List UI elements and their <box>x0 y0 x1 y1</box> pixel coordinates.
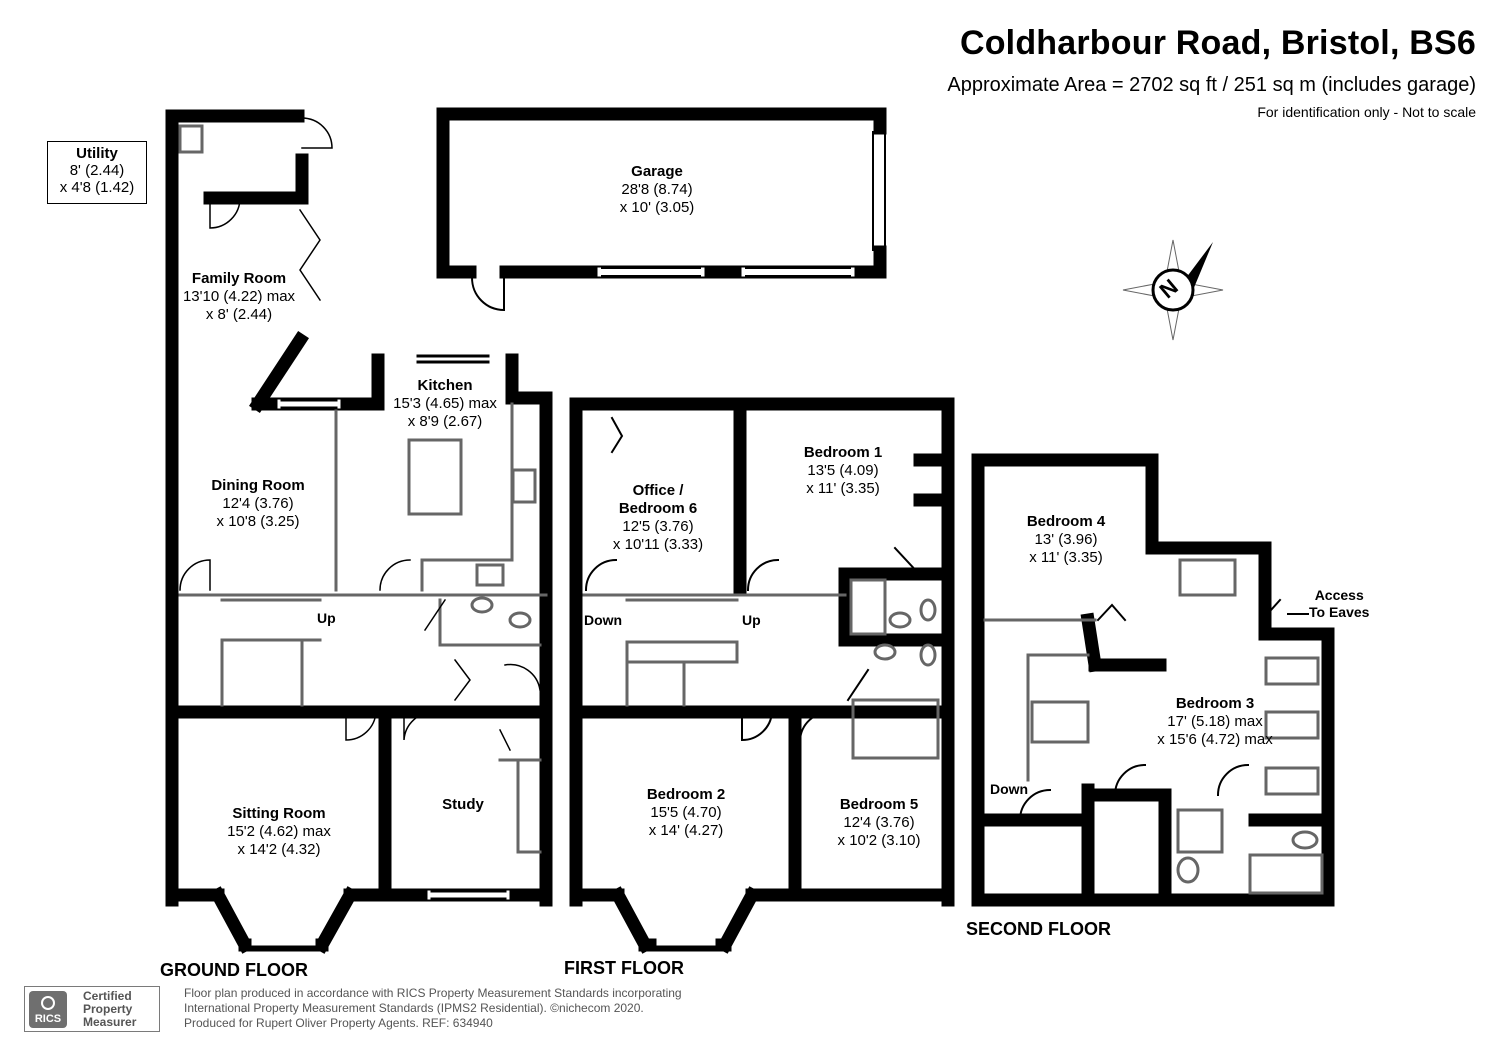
kitchen-label: Kitchen 15'3 (4.65) max x 8'9 (2.67) <box>393 377 497 431</box>
footer-disclaimer: Floor plan produced in accordance with R… <box>184 986 682 1031</box>
dining-room-dim1: 12'4 (3.76) <box>222 495 294 512</box>
logo-line3: Measurer <box>83 1015 137 1029</box>
bedroom2-label: Bedroom 2 15'5 (4.70) x 14' (4.27) <box>647 786 725 840</box>
rics-logo: RICS Certified Property Measurer <box>24 986 160 1032</box>
bedroom5-dim2: x 10'2 (3.10) <box>837 832 921 849</box>
logo-line2: Property <box>83 1002 133 1016</box>
first-stairs-down-label: Down <box>584 612 623 628</box>
utility-dim1: 8' (2.44) <box>69 162 125 179</box>
bedroom4-label: Bedroom 4 13' (3.96) x 11' (3.35) <box>1027 513 1105 567</box>
bedroom4-name: Bedroom 4 <box>1026 513 1106 530</box>
garage-dim2: x 10' (3.05) <box>619 199 695 216</box>
bedroom5-label: Bedroom 5 12'4 (3.76) x 10'2 (3.10) <box>838 796 921 850</box>
family-room-name: Family Room <box>191 270 287 287</box>
rics-emblem-icon: RICS <box>29 991 67 1028</box>
first-stairs-up-label: Up <box>742 612 761 628</box>
bedroom4-dim2: x 11' (3.35) <box>1029 549 1103 566</box>
logo-line1: Certified <box>83 989 132 1003</box>
bedroom2-dim1: 15'5 (4.70) <box>650 804 722 821</box>
sitting-room-dim2: x 14'2 (4.32) <box>237 841 321 858</box>
plan-title: Coldharbour Road, Bristol, BS6 <box>959 24 1476 62</box>
bedroom1-label: Bedroom 1 13'5 (4.09) x 11' (3.35) <box>804 444 882 498</box>
sitting-room-label: Sitting Room 15'2 (4.62) max x 14'2 (4.3… <box>227 805 331 859</box>
kitchen-dim2: x 8'9 (2.67) <box>407 413 483 430</box>
rics-emblem-text: RICS <box>34 1013 62 1025</box>
eaves-line1: Access <box>1314 587 1364 603</box>
utility-dim2: x 4'8 (1.42) <box>59 179 135 196</box>
office-name: Office / <box>632 482 684 499</box>
footer-line1: Floor plan produced in accordance with R… <box>184 986 682 1000</box>
bedroom1-dim2: x 11' (3.35) <box>806 480 880 497</box>
kitchen-dim1: 15'3 (4.65) max <box>393 395 497 412</box>
compass-rose <box>1122 239 1224 341</box>
family-room-label: Family Room 13'10 (4.22) max x 8' (2.44) <box>183 270 295 324</box>
bedroom2-dim2: x 14' (4.27) <box>648 822 724 839</box>
approximate-area: Approximate Area = 2702 sq ft / 251 sq m… <box>947 74 1476 96</box>
sitting-room-name: Sitting Room <box>232 805 326 822</box>
office-name2: Bedroom 6 <box>618 500 698 517</box>
family-room-dim2: x 8' (2.44) <box>205 306 273 323</box>
bedroom3-dim1: 17' (5.18) max <box>1167 713 1263 730</box>
first-floor-label: FIRST FLOOR <box>564 958 684 978</box>
family-room-dim1: 13'10 (4.22) max <box>182 288 296 305</box>
study-label: Study <box>442 796 484 814</box>
utility-name: Utility <box>76 145 118 162</box>
office-dim1: 12'5 (3.76) <box>622 518 694 535</box>
bedroom3-name: Bedroom 3 <box>1175 695 1255 712</box>
second-stairs-down-label: Down <box>990 781 1029 797</box>
second-floor-walls <box>971 453 1335 907</box>
bedroom4-dim1: 13' (3.96) <box>1034 531 1098 548</box>
dining-room-dim2: x 10'8 (3.25) <box>216 513 300 530</box>
bedroom1-name: Bedroom 1 <box>803 444 883 461</box>
access-to-eaves-label: Access To Eaves <box>1309 587 1369 621</box>
office-dim2: x 10'11 (3.33) <box>612 536 704 553</box>
bedroom5-dim1: 12'4 (3.76) <box>843 814 915 831</box>
bedroom5-name: Bedroom 5 <box>839 796 919 813</box>
utility-label: Utility 8' (2.44) x 4'8 (1.42) <box>47 141 147 204</box>
dining-room-name: Dining Room <box>211 477 305 494</box>
ground-stairs-up-label: Up <box>317 610 336 626</box>
study-name: Study <box>442 796 484 813</box>
rics-logo-text: Certified Property Measurer <box>83 990 136 1029</box>
bedroom3-label: Bedroom 3 17' (5.18) max x 15'6 (4.72) m… <box>1157 695 1272 749</box>
dining-room-label: Dining Room 12'4 (3.76) x 10'8 (3.25) <box>211 477 304 531</box>
second-floor-label: SECOND FLOOR <box>966 919 1112 939</box>
sitting-room-dim1: 15'2 (4.62) max <box>227 823 331 840</box>
kitchen-name: Kitchen <box>417 377 473 394</box>
footer-line3: Produced for Rupert Oliver Property Agen… <box>184 1016 493 1030</box>
eaves-line2: To Eaves <box>1309 604 1370 620</box>
footer-line2: International Property Measurement Stand… <box>184 1001 644 1015</box>
bedroom2-name: Bedroom 2 <box>646 786 726 803</box>
bedroom1-dim1: 13'5 (4.09) <box>807 462 879 479</box>
scale-note: For identification only - Not to scale <box>1257 104 1476 120</box>
garage-name: Garage <box>631 163 683 180</box>
first-floor-walls <box>569 397 955 954</box>
bedroom3-dim2: x 15'6 (4.72) max <box>1157 731 1273 748</box>
garage-label: Garage 28'8 (8.74) x 10' (3.05) <box>620 163 695 217</box>
ground-floor-label: GROUND FLOOR <box>160 960 308 980</box>
garage-dim1: 28'8 (8.74) <box>621 181 693 198</box>
office-label: Office / Bedroom 6 12'5 (3.76) x 10'11 (… <box>613 482 703 554</box>
